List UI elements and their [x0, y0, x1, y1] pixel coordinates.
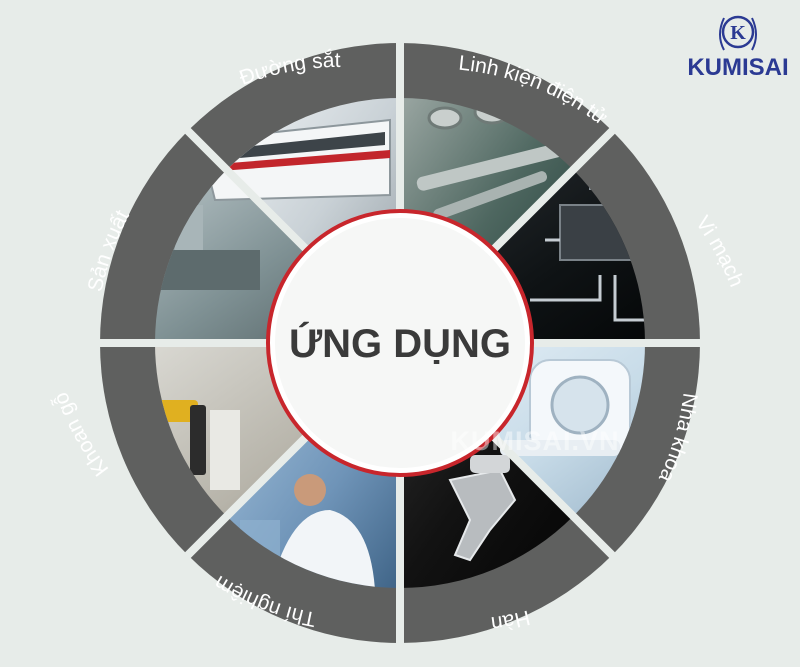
watermark-text: KUMISAI.VN	[450, 426, 619, 456]
segment-label-vi-mach: Vi mạch	[691, 212, 748, 290]
brand-logo: K KUMISAI	[687, 15, 789, 81]
spray-gun-photo	[448, 455, 517, 562]
segment-label-khoan-go: Khoan gỗ	[49, 389, 113, 480]
socket-wrench-set-photo	[416, 99, 564, 220]
laurel-icon	[719, 17, 757, 51]
center-disc	[275, 218, 525, 468]
center-title: ỨNG DỤNG	[289, 320, 511, 366]
logo-circle-icon	[721, 15, 755, 49]
brand-name: KUMISAI	[687, 54, 788, 81]
circuit-chip-photo	[530, 169, 645, 322]
ct-scanner-photo	[500, 359, 631, 456]
logo-letter: K	[730, 22, 746, 44]
